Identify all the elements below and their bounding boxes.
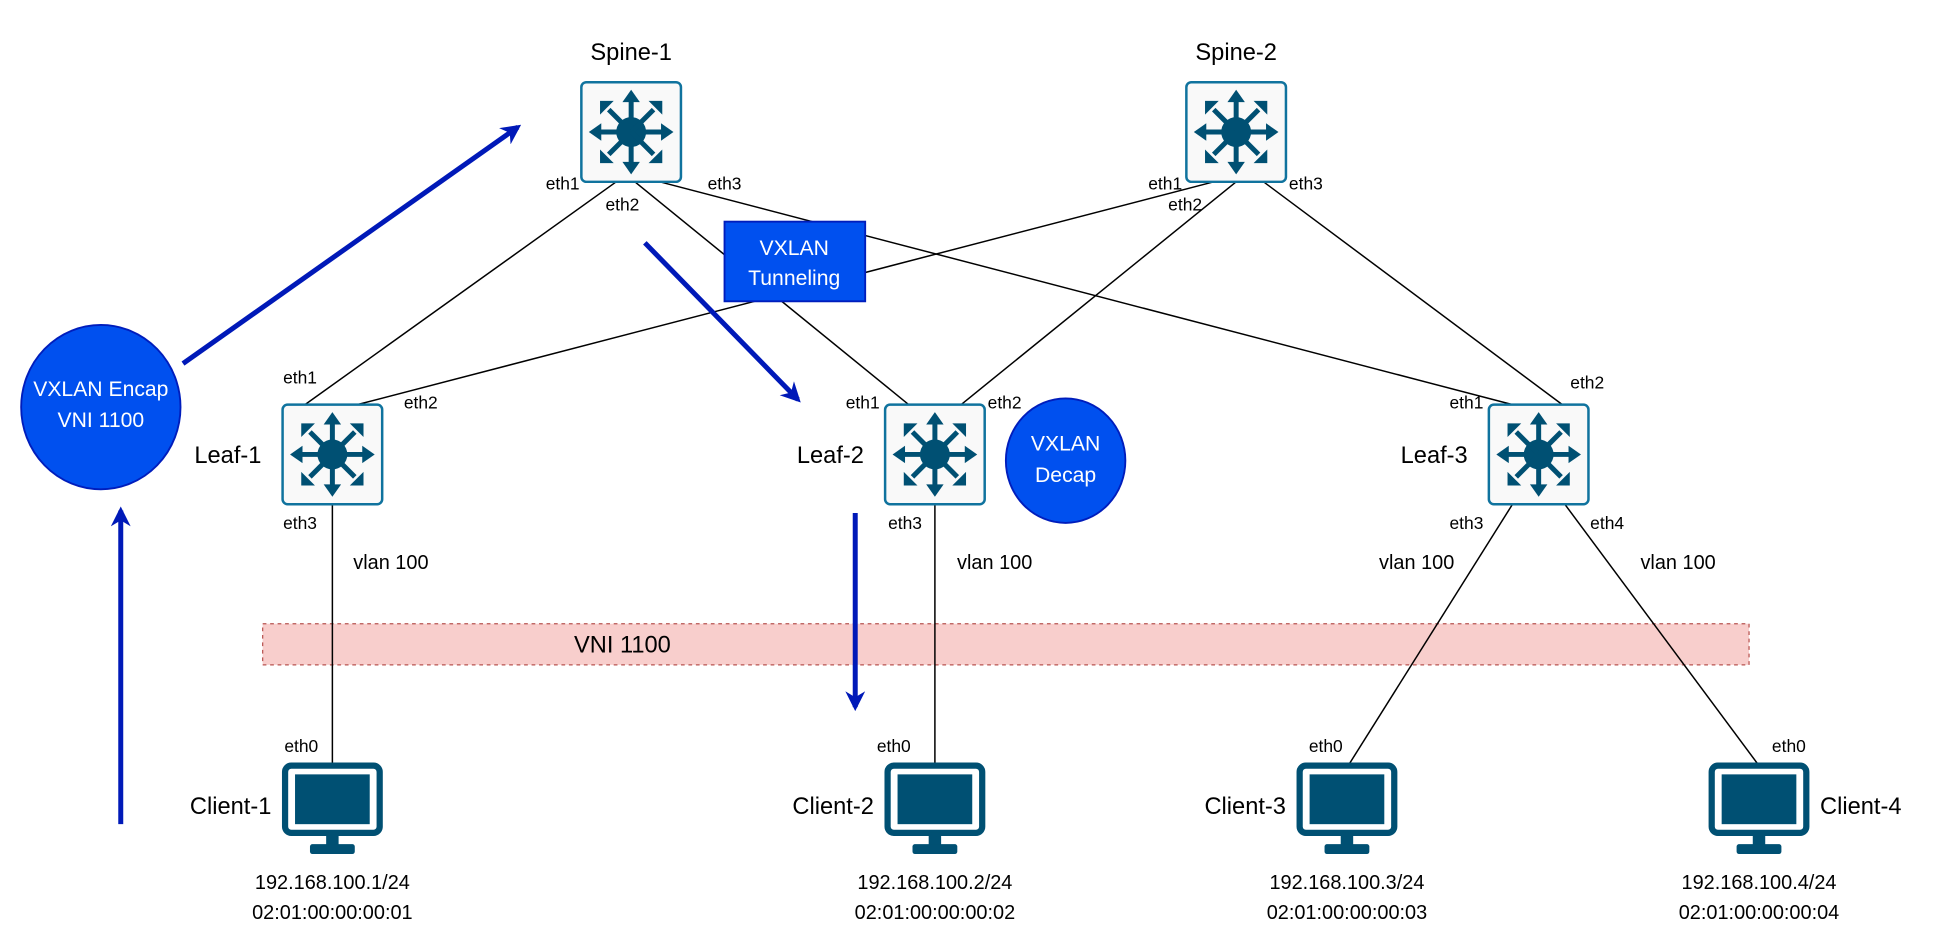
leaf-switch-2[interactable]: Leaf-2 eth1 eth2 eth3: [797, 392, 1022, 533]
flow-arrow-to-spine1: [181, 124, 522, 366]
decap-label-line2: Decap: [1035, 464, 1096, 487]
flow-arrow-to-leaf2: [643, 241, 801, 403]
vxlan-tunneling-box: VXLAN Tunneling: [723, 220, 867, 303]
vxlan-encap-bubble: VXLAN Encap VNI 1100: [20, 324, 182, 491]
leaf-switch-1[interactable]: Leaf-1 eth1 eth2 eth3: [194, 367, 437, 533]
port-label: eth2: [605, 194, 639, 214]
port-label: eth1: [283, 367, 317, 387]
port-label: eth0: [284, 736, 318, 756]
monitor-icon: [1708, 762, 1810, 855]
switch-icon: [893, 412, 978, 497]
vlan-label: vlan 100: [1640, 552, 1715, 574]
port-label: eth2: [1570, 372, 1604, 392]
link-cable: [304, 181, 617, 406]
tunnel-label-line1: VXLAN: [760, 237, 829, 260]
port-label: eth1: [846, 392, 880, 412]
link-cable: [1263, 181, 1563, 406]
switch-icon: [290, 412, 375, 497]
leaf-label: Leaf-2: [797, 443, 864, 469]
switch-icon: [589, 90, 674, 175]
port-label: eth3: [1289, 173, 1323, 193]
client-label: Client-1: [190, 794, 271, 820]
vlan-label: vlan 100: [1379, 552, 1454, 574]
client-label: Client-4: [1820, 794, 1901, 820]
client-ip: 192.168.100.2/24: [857, 872, 1012, 894]
port-label: eth0: [1772, 736, 1806, 756]
monitor-icon: [884, 762, 986, 855]
spine-label: Spine-2: [1195, 40, 1276, 66]
client-label: Client-2: [792, 794, 873, 820]
spine-switch-1[interactable]: Spine-1 eth1 eth2 eth3: [546, 40, 742, 215]
port-label: eth1: [546, 173, 580, 193]
client-mac: 02:01:00:00:00:04: [1679, 902, 1840, 924]
port-label: eth3: [1450, 513, 1484, 533]
link-cable: [1564, 503, 1760, 767]
port-label: eth3: [708, 173, 742, 193]
client-ip: 192.168.100.4/24: [1682, 872, 1837, 894]
monitor-icon: [281, 762, 383, 855]
port-label: eth4: [1590, 513, 1624, 533]
encap-label-line2: VNI 1100: [58, 409, 145, 432]
monitor-icon: [1296, 762, 1398, 855]
port-label: eth2: [988, 392, 1022, 412]
switch-icon: [1194, 90, 1279, 175]
vni-band-label: VNI 1100: [574, 632, 671, 658]
client-mac: 02:01:00:00:00:03: [1267, 902, 1428, 924]
port-label: eth2: [404, 392, 438, 412]
link-cable: [960, 181, 1237, 406]
port-label: eth3: [888, 513, 922, 533]
vxlan-decap-bubble: VXLAN Decap: [1004, 397, 1127, 524]
port-label: eth0: [877, 736, 911, 756]
links: [304, 181, 1760, 767]
client-mac: 02:01:00:00:00:02: [855, 902, 1016, 924]
leaf-label: Leaf-1: [194, 443, 261, 469]
leaf-switch-3[interactable]: Leaf-3 eth1 eth2 eth3 eth4: [1401, 372, 1625, 533]
client-mac: 02:01:00:00:00:01: [252, 902, 413, 924]
client-ip: 192.168.100.3/24: [1269, 872, 1424, 894]
port-label: eth3: [283, 513, 317, 533]
port-label: eth1: [1450, 392, 1484, 412]
decap-label-line1: VXLAN: [1031, 433, 1100, 456]
port-label: eth0: [1309, 736, 1343, 756]
client-label: Client-3: [1204, 794, 1285, 820]
vlan-label: vlan 100: [353, 552, 428, 574]
port-label: eth2: [1168, 194, 1202, 214]
tunnel-label-line2: Tunneling: [748, 267, 840, 290]
switch-icon: [1496, 412, 1581, 497]
port-label: eth1: [1148, 173, 1182, 193]
link-cable: [659, 181, 1513, 406]
vlan-label: vlan 100: [957, 552, 1032, 574]
spine-label: Spine-1: [590, 40, 671, 66]
client-ip: 192.168.100.1/24: [255, 872, 410, 894]
link-cable: [1347, 503, 1514, 767]
leaf-label: Leaf-3: [1401, 443, 1468, 469]
nodes: Spine-1eth1eth2eth3Spine-2eth1eth2eth3Le…: [190, 40, 1902, 924]
vni-band: [262, 623, 1750, 666]
encap-label-line1: VXLAN Encap: [33, 378, 168, 401]
